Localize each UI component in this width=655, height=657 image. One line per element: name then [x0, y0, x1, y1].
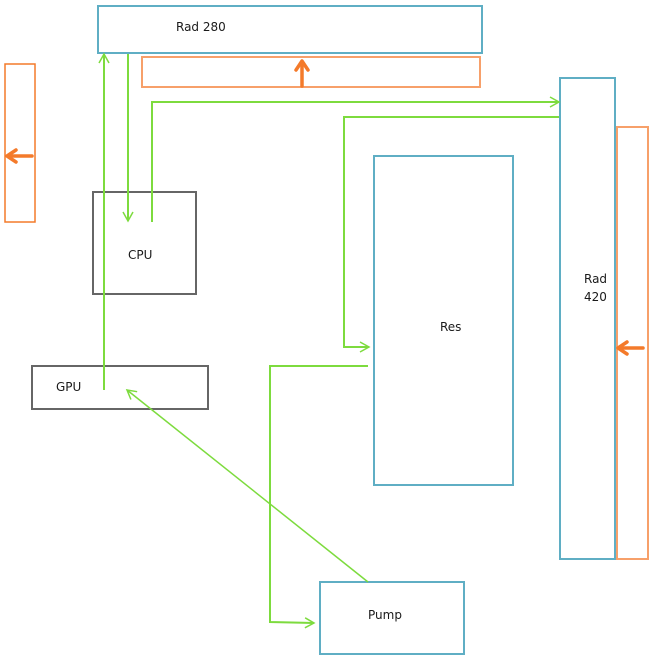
top-fan: [141, 56, 481, 88]
cpu-label: CPU: [128, 248, 152, 262]
rad420-label-line1: Rad: [584, 272, 607, 286]
res-box: [373, 155, 514, 486]
left-fan: [4, 63, 36, 223]
tube-res-to-pump: [269, 365, 368, 629]
cpu-box: [92, 191, 197, 295]
airflow-up-arrow-icon: [294, 59, 310, 88]
pump-label: Pump: [368, 608, 402, 622]
tube-cpu-to-rad420: [151, 96, 561, 222]
rad280-label: Rad 280: [176, 20, 226, 34]
rad280-box: [97, 5, 483, 54]
rad420-box: [559, 77, 616, 560]
airflow-left-arrow-icon: [5, 148, 34, 164]
rad420-label-line2: 420: [584, 290, 607, 304]
gpu-label: GPU: [56, 380, 81, 394]
right-fan: [616, 126, 649, 560]
res-label: Res: [440, 320, 461, 334]
tube-rad420-to-res: [343, 116, 559, 353]
airflow-left-arrow-icon: [616, 340, 645, 356]
pump-box: [319, 581, 465, 655]
gpu-box: [31, 365, 209, 410]
tube-pump-to-gpu: [125, 389, 369, 583]
